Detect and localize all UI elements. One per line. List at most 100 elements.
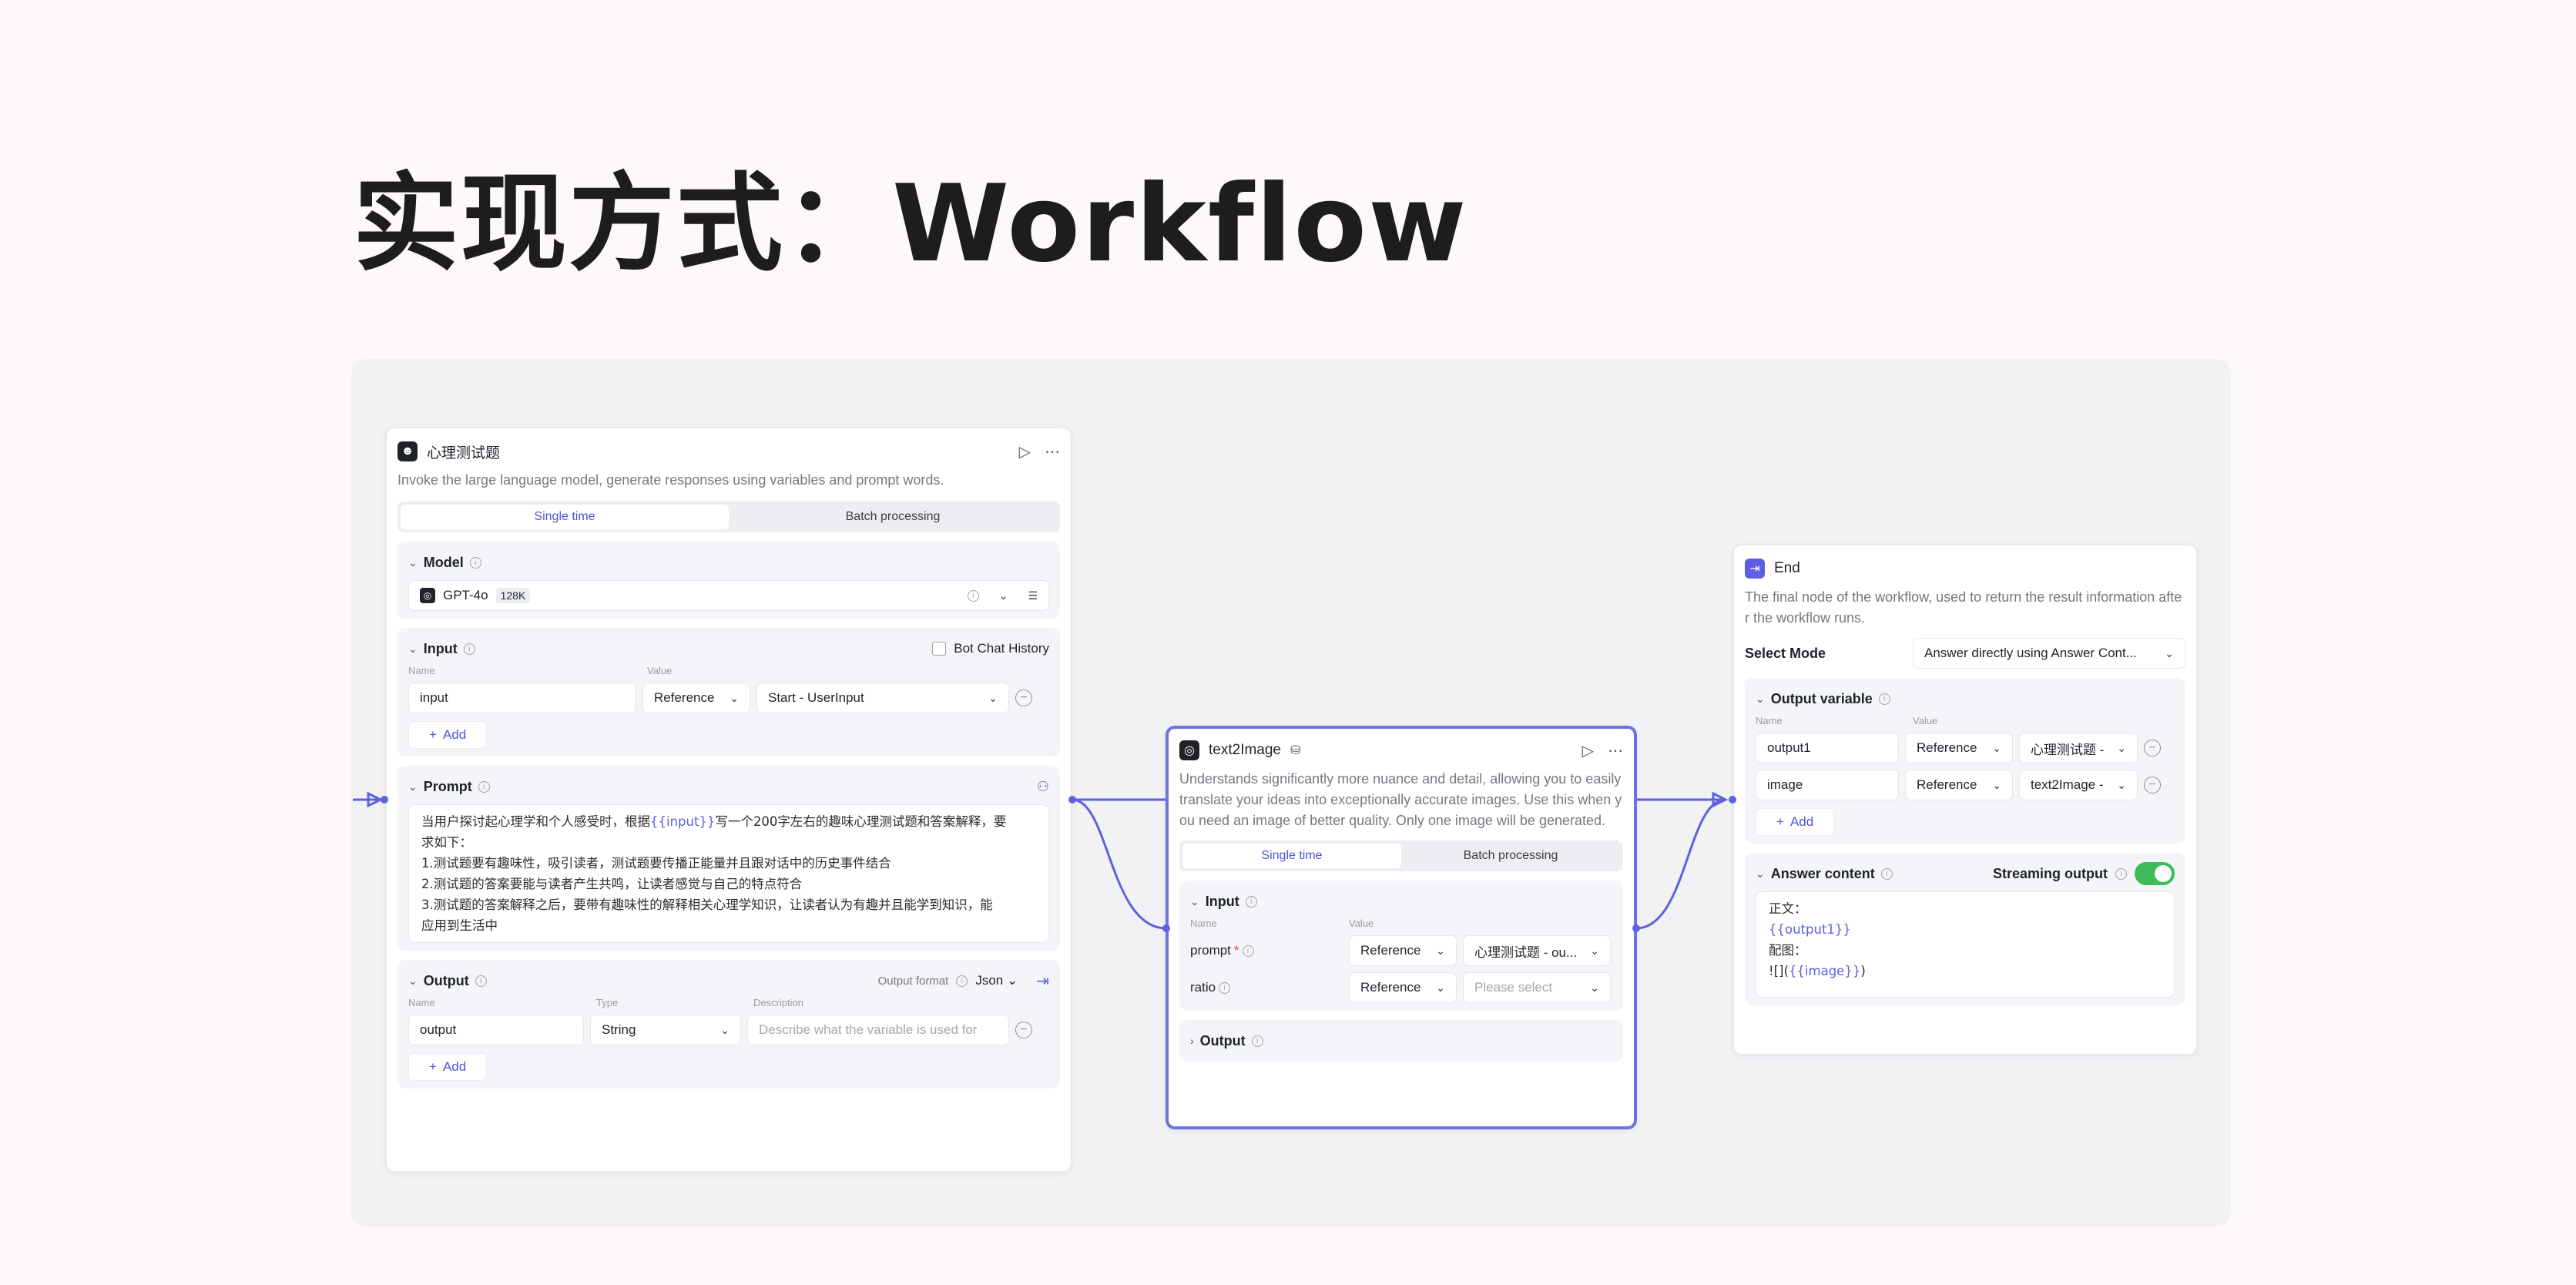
prompt-value-select[interactable]: 心理测试题 - ou...⌄: [1463, 935, 1611, 966]
answer-editor[interactable]: 正文： {{output1}} 配图： ![]({{image}}): [1756, 891, 2175, 998]
input-value-select[interactable]: Start - UserInput⌄: [756, 683, 1009, 713]
output-description-field[interactable]: Describe what the variable is used for: [747, 1015, 1009, 1045]
image-value-select[interactable]: text2Image -⌄: [2019, 770, 2138, 800]
info-icon: i: [956, 975, 968, 987]
chevron-right-icon[interactable]: ›: [1190, 1035, 1194, 1047]
chevron-down-icon: ⌄: [988, 691, 998, 704]
streaming-toggle[interactable]: [2135, 862, 2175, 885]
chevron-down-icon: ⌄: [1992, 741, 2001, 754]
run-icon[interactable]: ▷: [1581, 742, 1594, 760]
image-node-description: Understands significantly more nuance an…: [1179, 771, 1622, 828]
ratio-type-select[interactable]: Reference⌄: [1349, 972, 1457, 1003]
answer-content-label: Answer content: [1770, 865, 1875, 881]
chevron-down-icon[interactable]: ⌄: [408, 780, 418, 793]
more-icon[interactable]: ⋯: [1608, 742, 1623, 760]
llm-input-port[interactable]: [381, 796, 388, 804]
chevron-down-icon: ⌄: [1590, 981, 1599, 994]
add-input-button[interactable]: +Add: [408, 721, 488, 749]
remove-icon[interactable]: −: [1015, 689, 1032, 706]
info-icon[interactable]: i: [967, 589, 979, 602]
input-type-select[interactable]: Reference⌄: [642, 683, 750, 713]
end-node-description: The final node of the workflow, used to …: [1745, 589, 2182, 626]
value-column-label: Value: [647, 665, 673, 676]
llm-node-title: 心理测试题: [427, 445, 501, 461]
model-select[interactable]: ◎ GPT-4o 128K i ⌄ ☰: [408, 580, 1049, 611]
chevron-down-icon[interactable]: ⌄: [408, 642, 418, 655]
more-icon[interactable]: ⋯: [1045, 443, 1060, 461]
bot-history-label: Bot Chat History: [954, 641, 1049, 656]
info-icon: i: [1880, 867, 1893, 880]
output-name-field[interactable]: output: [408, 1015, 584, 1045]
openai-icon: ◎: [420, 588, 435, 603]
prompt-type-select[interactable]: Reference⌄: [1349, 935, 1457, 966]
chevron-down-icon: ⌄: [1590, 944, 1599, 957]
end-input-port[interactable]: [1729, 796, 1736, 804]
input-name-field[interactable]: input: [408, 683, 636, 713]
name-column-label: Name: [1190, 918, 1217, 929]
chevron-down-icon: ⌄: [2165, 646, 2174, 659]
image-gen-icon: ◎: [1179, 740, 1199, 760]
chevron-down-icon[interactable]: ⌄: [1190, 894, 1199, 908]
image-input-port[interactable]: [1162, 924, 1170, 932]
run-icon[interactable]: ▷: [1018, 443, 1031, 461]
image-output-port[interactable]: [1632, 924, 1640, 932]
prompt-editor[interactable]: 当用户探讨起心理学和个人感受时，根据{{input}}写一个200字左右的趣味心…: [408, 804, 1049, 943]
chevron-down-icon: ⌄: [1436, 981, 1445, 994]
image-node[interactable]: ◎ text2Image ⛁ ▷ ⋯ Understands significa…: [1166, 726, 1637, 1129]
image-name-field[interactable]: image: [1756, 770, 1899, 800]
llm-node[interactable]: ☻ 心理测试题 ▷ ⋯ Invoke the large language mo…: [385, 427, 1072, 1173]
chevron-down-icon[interactable]: ⌄: [1756, 692, 1765, 705]
tab-single-time[interactable]: Single time: [1182, 844, 1401, 868]
chevron-down-icon[interactable]: ⌄: [998, 589, 1008, 602]
info-icon: i: [469, 556, 481, 569]
input-label: Input: [423, 640, 458, 656]
output-export-icon[interactable]: ⇥: [1036, 972, 1049, 990]
image-type-select[interactable]: Reference⌄: [1905, 770, 2013, 800]
output-format-select[interactable]: Json ⌄: [975, 973, 1018, 988]
plus-icon: +: [429, 727, 437, 742]
info-icon: i: [475, 975, 487, 987]
output-type-select[interactable]: String⌄: [590, 1015, 741, 1045]
plus-icon: +: [1776, 814, 1784, 829]
tab-batch-processing[interactable]: Batch processing: [1463, 849, 1558, 862]
remove-icon[interactable]: −: [1015, 1022, 1032, 1038]
bot-history-checkbox[interactable]: [932, 642, 947, 656]
output-variable-label: Output variable: [1770, 690, 1873, 706]
tab-batch-processing[interactable]: Batch processing: [845, 510, 941, 523]
output1-value-select[interactable]: 心理测试题 -⌄: [2019, 733, 2138, 763]
image-output-section: › Output i: [1179, 1020, 1623, 1062]
model-label: Model: [423, 554, 464, 570]
input-section: ⌄ Input i Bot Chat History Name Value in…: [397, 628, 1060, 757]
output-section: ⌄ Output i Output format i Json ⌄ ⇥ Name…: [397, 960, 1060, 1089]
add-output-button[interactable]: +Add: [408, 1053, 488, 1081]
tab-single-time[interactable]: Single time: [401, 505, 729, 529]
prompt-label: Prompt: [423, 778, 472, 794]
chevron-down-icon: ⌄: [1992, 778, 2001, 791]
end-exit-icon: ⇥: [1745, 559, 1765, 579]
output-label: Output: [1199, 1032, 1246, 1048]
ratio-value-select[interactable]: Please select⌄: [1463, 972, 1611, 1003]
output-format-label: Output format: [877, 974, 949, 988]
chevron-down-icon: ⌄: [730, 691, 739, 704]
model-name: GPT-4o: [443, 588, 488, 602]
chevron-down-icon[interactable]: ⌄: [408, 555, 418, 569]
description-column-label: Description: [753, 997, 804, 1008]
output1-name-field[interactable]: output1: [1756, 733, 1899, 763]
output1-type-select[interactable]: Reference⌄: [1905, 733, 2013, 763]
end-node[interactable]: ⇥ End The final node of the workflow, us…: [1732, 544, 2198, 1055]
chevron-down-icon[interactable]: ⌄: [1756, 867, 1765, 880]
remove-icon[interactable]: −: [2144, 740, 2161, 757]
info-icon: i: [478, 780, 490, 793]
llm-output-port[interactable]: [1068, 796, 1076, 804]
settings-sliders-icon[interactable]: ☰: [1028, 589, 1038, 602]
info-icon: i: [1251, 1035, 1263, 1047]
add-output-variable-button[interactable]: +Add: [1756, 808, 1835, 836]
type-column-label: Type: [596, 997, 619, 1008]
name-column-label: Name: [408, 665, 435, 676]
chevron-down-icon[interactable]: ⌄: [408, 974, 418, 987]
slide-title: 实现方式：Workflow: [353, 162, 1468, 286]
prompt-user-icon[interactable]: ⚇: [1036, 778, 1049, 794]
select-mode-dropdown[interactable]: Answer directly using Answer Cont...⌄: [1913, 638, 2185, 669]
remove-icon[interactable]: −: [2144, 777, 2161, 793]
chevron-down-icon: ⌄: [1436, 944, 1445, 957]
